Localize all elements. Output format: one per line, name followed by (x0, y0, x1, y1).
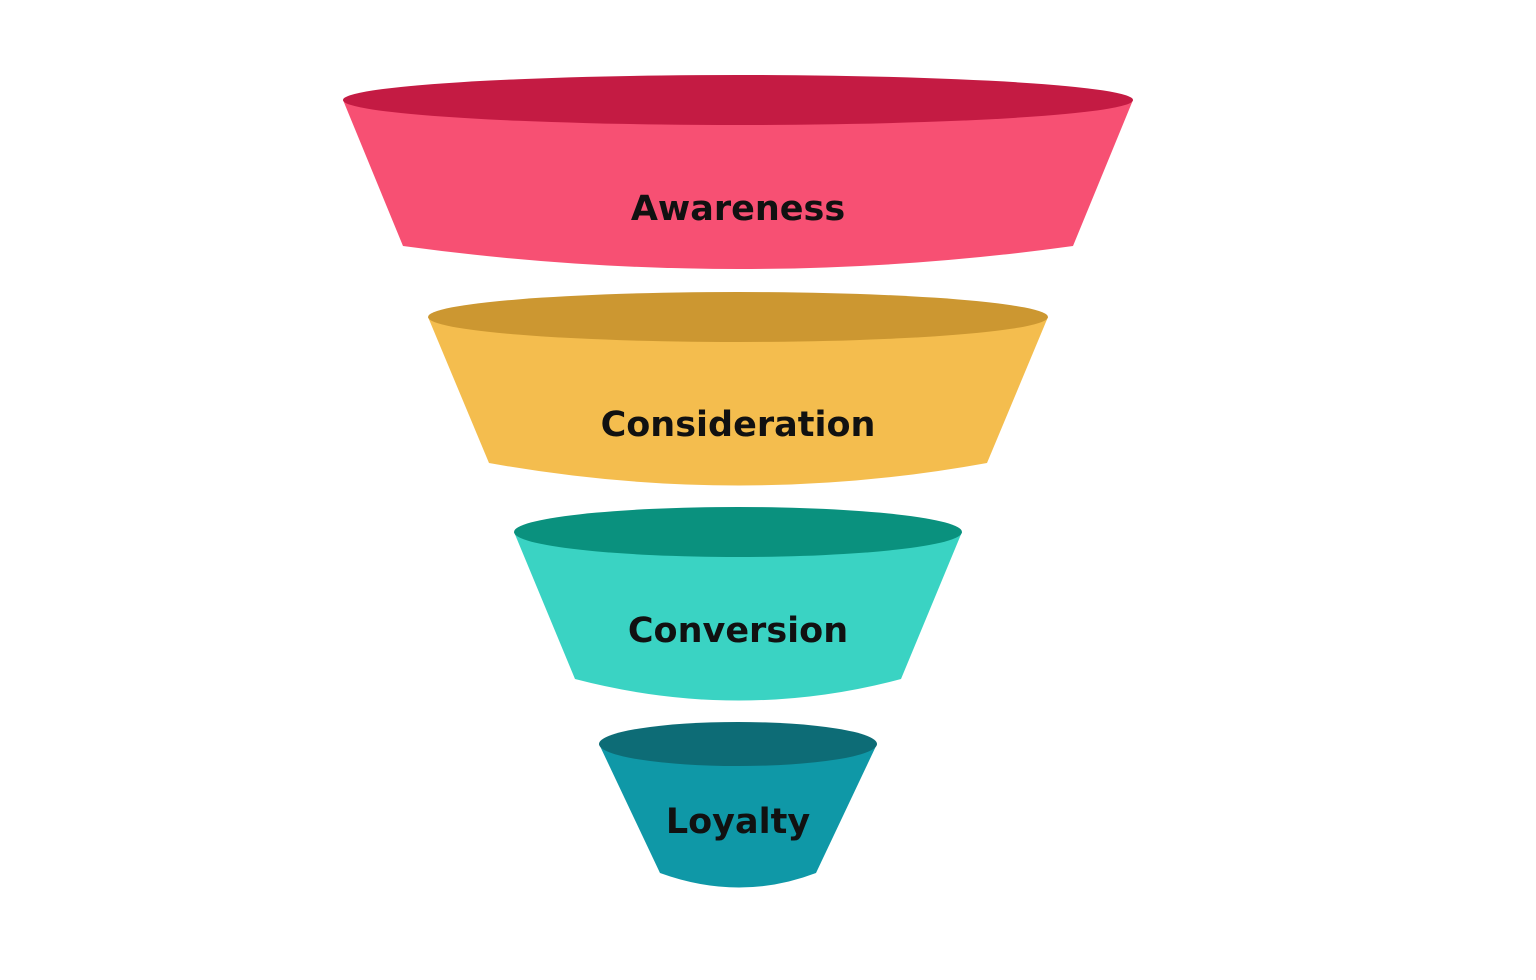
funnel-stage-loyalty-rim (599, 722, 877, 766)
funnel-stage-consideration: Consideration (428, 292, 1048, 486)
funnel-stage-awareness-rim (343, 75, 1133, 125)
funnel-stage-loyalty-label: Loyalty (666, 802, 811, 842)
funnel-stage-consideration-label: Consideration (601, 405, 876, 445)
funnel-stage-loyalty: Loyalty (599, 722, 877, 888)
funnel-stage-awareness: Awareness (343, 75, 1133, 269)
funnel-stage-conversion-rim (514, 507, 962, 557)
funnel-stage-conversion-label: Conversion (628, 611, 848, 651)
funnel-stage-conversion-body (514, 532, 962, 701)
funnel-stage-awareness-body (343, 100, 1133, 269)
funnel-stage-awareness-label: Awareness (631, 189, 845, 229)
funnel-stage-conversion: Conversion (514, 507, 962, 701)
funnel-stage-loyalty-body (599, 744, 877, 888)
funnel-stage-consideration-body (428, 317, 1048, 486)
funnel-stage-consideration-rim (428, 292, 1048, 342)
